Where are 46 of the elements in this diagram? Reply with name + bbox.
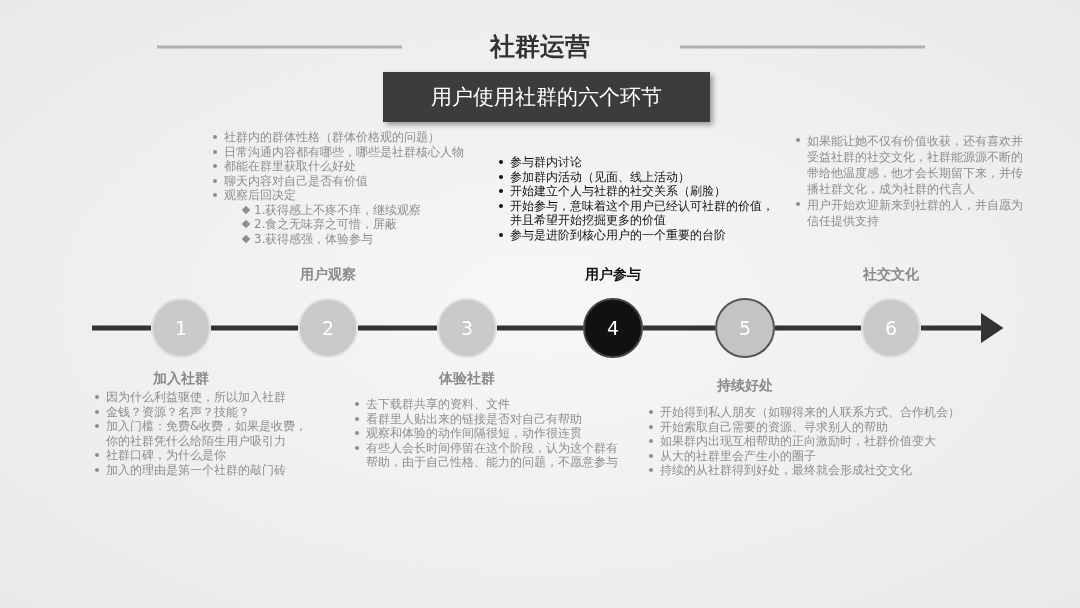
- title-banner: 用户使用社群的六个环节: [383, 72, 710, 122]
- timeline-line: [643, 325, 715, 331]
- stage-heading: 体验社群: [439, 370, 495, 388]
- timeline-line: [358, 325, 437, 331]
- list-text: 聊天内容对自己是否有价值: [224, 173, 368, 188]
- step-circle: 5: [715, 298, 775, 358]
- list-text: 用户开始欢迎新来到社群的人，并自愿为信任提供支持: [807, 198, 1023, 228]
- list-text: 参加群内活动（见面、线上活动）: [510, 169, 690, 184]
- list-text: 持续的从社群得到好处，最终就会形成社交文化: [660, 463, 912, 477]
- timeline-line: [497, 325, 583, 331]
- list-text: 3.获得感强，体验参与: [254, 231, 374, 246]
- list-text: 如果能让她不仅有价值收获，还有喜欢并受益社群的社交文化，社群能源源不断的带给他温度感，他才会长期留下来，并传播社群文化，成为社群的代言人: [807, 134, 1023, 196]
- timeline-line: [92, 325, 151, 331]
- list-text: 加入的理由是第一个社群的敲门砖: [106, 462, 286, 477]
- title: 社群运营: [488, 31, 591, 63]
- timeline-line: [211, 325, 298, 331]
- list-text: 开始建立个人与社群的社交关系（刷脸）: [510, 184, 726, 198]
- list-text: 有些人会长时间停留在这个阶段，认为这个群有帮助，由于自己性格、能力的问题，不愿意参与: [366, 440, 618, 469]
- list-text: 金钱？资源？名声？技能？: [106, 404, 250, 419]
- stage-heading: 用户参与: [585, 266, 641, 284]
- list-text: 如果群内出现互相帮助的正向激励时，社群价值变大: [660, 434, 936, 448]
- list-text: 开始得到私人朋友（如聊得来的人联系方式、合作机会）: [660, 405, 960, 419]
- stage-heading: 社交文化: [863, 266, 919, 284]
- list-text: 加入门槛：免费&收费，如果是收费，你的社群凭什么给陌生用户吸引力: [106, 419, 308, 448]
- list-text: 观察和体验的动作间隔很短，动作很连贯: [366, 426, 582, 440]
- list-text: 2.食之无味弃之可惜，屏蔽: [254, 217, 398, 231]
- timeline-line: [775, 325, 861, 331]
- list-text: 都能在群里获取什么好处: [224, 159, 356, 173]
- timeline-arrow: [921, 313, 1004, 343]
- list-text: 看群里人贴出来的链接是否对自己有帮助: [366, 411, 582, 426]
- stage-heading: 加入社群: [153, 370, 209, 388]
- list-text: 社群口碑，为什么是你: [106, 448, 226, 462]
- list-text: 从大的社群里会产生小的圈子: [660, 448, 816, 463]
- list-text: 因为什么利益驱使，所以加入社群: [106, 390, 286, 404]
- list-text: 参与群内讨论: [510, 155, 582, 169]
- list-text: 日常沟通内容都有哪些，哪些是社群核心人物: [224, 144, 464, 159]
- list-text: 观察后回决定: [224, 188, 296, 202]
- list-text: 开始索取自己需要的资源、寻求别人的帮助: [660, 419, 888, 434]
- list-text: 开始参与，意味着这个用户已经认可社群的价值，并且希望开始挖掘更多的价值: [510, 198, 774, 227]
- list-text: 参与是进阶到核心用户的一个重要的台阶: [510, 227, 726, 242]
- list-text: 去下载群共享的资料、文件: [366, 397, 510, 411]
- list-text: 社群内的群体性格（群体价格观的问题）: [224, 130, 440, 144]
- step-circle: 4: [583, 298, 643, 358]
- stage-heading: 持续好处: [717, 377, 773, 395]
- stage-heading: 用户观察: [300, 266, 356, 284]
- list-text: 1.获得感上不疼不痒，继续观察: [254, 202, 422, 217]
